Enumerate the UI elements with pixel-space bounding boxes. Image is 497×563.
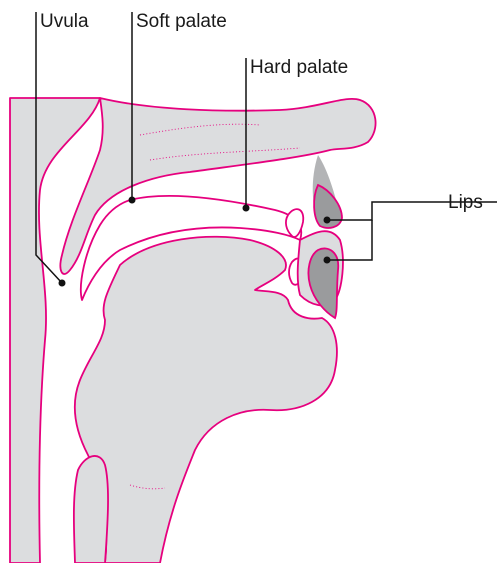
uvula-label: Uvula xyxy=(40,11,89,32)
lips-label: Lips xyxy=(448,192,483,213)
soft-palate-label: Soft palate xyxy=(136,11,227,32)
hard-palate-dot xyxy=(243,205,250,212)
soft-palate-dot xyxy=(129,197,136,204)
lower-lip-dot xyxy=(324,257,331,264)
larynx xyxy=(74,456,108,563)
lower-lip xyxy=(308,248,338,318)
hard-palate-label: Hard palate xyxy=(250,57,348,78)
uvula-dot xyxy=(59,280,66,287)
upper-lip-dot xyxy=(324,217,331,224)
